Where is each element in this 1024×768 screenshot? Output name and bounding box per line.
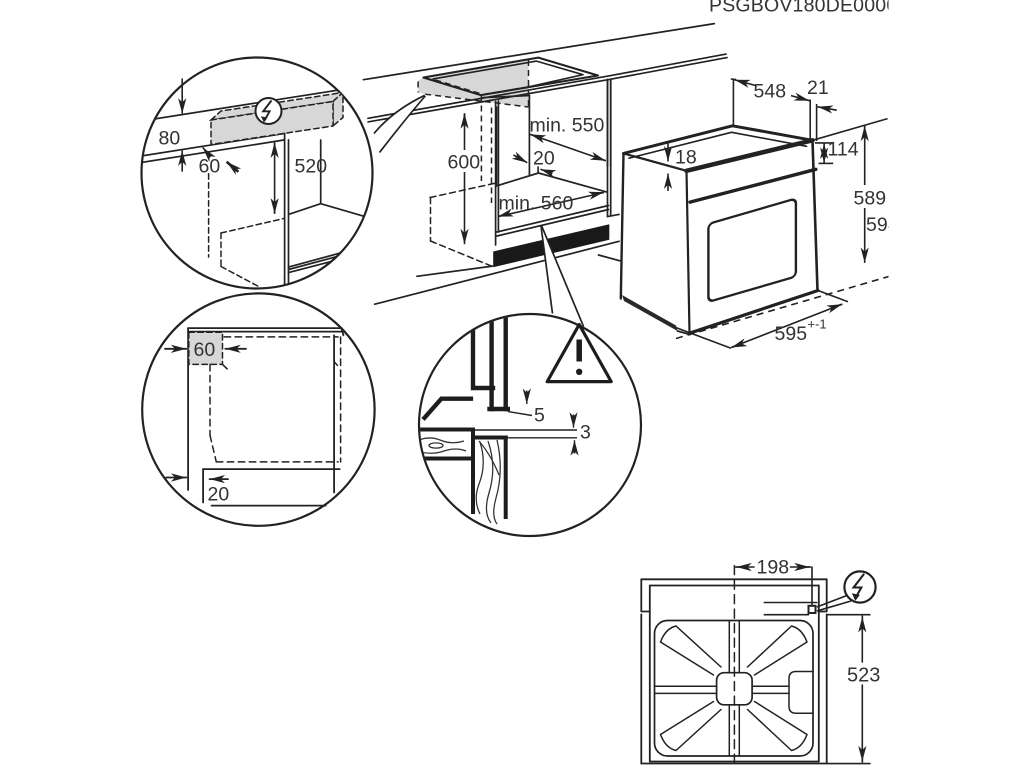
- svg-text:3: 3: [580, 422, 591, 444]
- svg-text:114: 114: [828, 139, 859, 161]
- svg-text:18: 18: [675, 147, 697, 169]
- svg-text:min. 560: min. 560: [499, 193, 574, 215]
- svg-text:min. 550: min. 550: [530, 115, 605, 137]
- svg-text:600: 600: [448, 152, 481, 174]
- svg-text:5: 5: [534, 405, 545, 427]
- svg-text:595: 595: [775, 323, 808, 345]
- svg-text:198: 198: [757, 557, 790, 579]
- svg-text:523: 523: [847, 665, 880, 687]
- svg-text:21: 21: [807, 77, 829, 99]
- svg-text:520: 520: [295, 156, 328, 178]
- svg-text:589: 589: [854, 188, 887, 210]
- svg-text:PSGBOV180DE0000: PSGBOV180DE0000: [709, 0, 897, 17]
- svg-text:60: 60: [194, 339, 216, 361]
- svg-text:20: 20: [533, 148, 555, 170]
- svg-text:60: 60: [199, 156, 221, 178]
- svg-text:+-1: +-1: [808, 317, 827, 332]
- svg-text:80: 80: [159, 128, 181, 150]
- svg-text:548: 548: [754, 81, 787, 103]
- svg-text:20: 20: [208, 484, 230, 506]
